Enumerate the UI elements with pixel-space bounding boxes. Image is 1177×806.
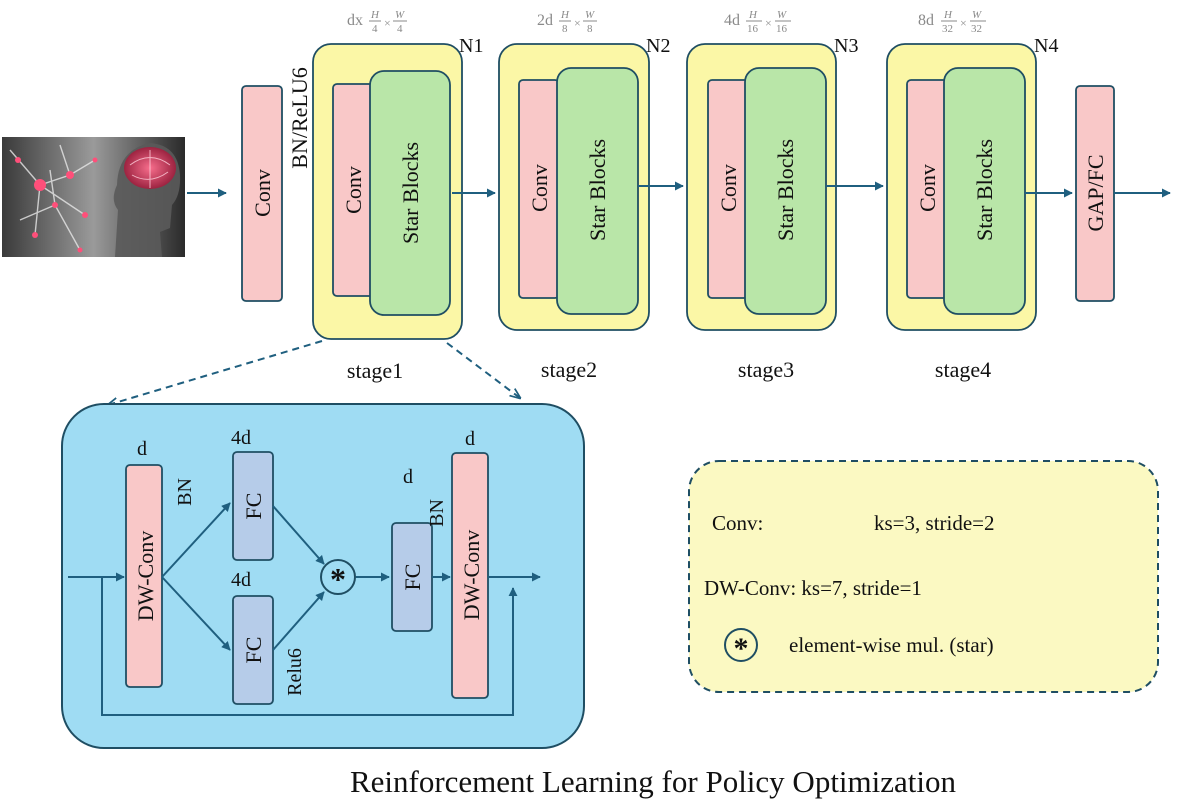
- legend-box: Conv: ks=3, stride=2 DW-Conv: ks=7, stri…: [688, 460, 1159, 693]
- svg-text:H: H: [943, 9, 953, 21]
- caption: Reinforcement Learning for Policy Optimi…: [350, 764, 957, 799]
- fc-out-dim: d: [403, 466, 413, 488]
- stage1-name: stage1: [347, 358, 403, 383]
- svg-text:32: 32: [971, 23, 982, 35]
- stem-norm-label: BN/ReLU6: [287, 67, 312, 168]
- stage2-name: stage2: [541, 357, 597, 382]
- fc-out-label: FC: [400, 564, 425, 591]
- legend-star-desc: element-wise mul. (star): [789, 633, 994, 657]
- svg-text:8d: 8d: [918, 12, 934, 29]
- stage2-n-label: N2: [646, 35, 670, 57]
- expand-arrow-right: [446, 342, 520, 398]
- star-block-detail-panel: DW-Conv d BN FC 4d FC 4d Relu6 * FC d BN: [61, 403, 585, 749]
- star-operator-icon: *: [320, 559, 356, 597]
- fc-bottom-activation: Relu6: [284, 648, 306, 696]
- stage3-conv-label: Conv: [716, 164, 741, 212]
- head-label: GAP/FC: [1083, 154, 1108, 231]
- svg-text:16: 16: [747, 23, 759, 35]
- svg-text:16: 16: [776, 23, 788, 35]
- svg-text:H: H: [748, 9, 758, 21]
- legend-conv-name: Conv:: [712, 511, 763, 535]
- stem-conv-label: Conv: [250, 169, 275, 217]
- svg-text:2d: 2d: [537, 12, 553, 29]
- dw-conv2-block: [451, 452, 489, 699]
- stage4-blocks-label: Star Blocks: [972, 139, 997, 241]
- stage2-group: Conv Star Blocks N2 stage2 2d H 8 × W 8: [498, 9, 670, 382]
- fc-bottom-label: FC: [241, 637, 266, 664]
- stem-conv-block: Conv: [241, 85, 283, 302]
- stage4-name: stage4: [935, 357, 991, 382]
- stage1-n-label: N1: [459, 35, 483, 57]
- svg-text:8: 8: [587, 23, 593, 35]
- stage2-star-blocks: [556, 67, 639, 315]
- stage3-star-blocks: [744, 67, 827, 315]
- svg-text:W: W: [972, 9, 982, 21]
- svg-text:×: ×: [574, 16, 581, 30]
- stage1-resolution: dx H 4 × W 4: [347, 9, 407, 35]
- svg-text:H: H: [370, 9, 380, 21]
- expand-arrow-left: [108, 340, 323, 405]
- svg-text:W: W: [585, 9, 595, 21]
- legend-dwconv-line: DW-Conv: ks=7, stride=1: [704, 576, 922, 600]
- stage2-resolution: 2d H 8 × W 8: [537, 9, 597, 35]
- stage4-star-blocks: [943, 67, 1026, 315]
- stage2-blocks-label: Star Blocks: [585, 139, 610, 241]
- arrow-fc-top-to-star: [272, 505, 325, 565]
- dw-conv1-label: DW-Conv: [133, 531, 158, 621]
- gap-fc-block: GAP/FC: [1075, 85, 1115, 302]
- svg-text:4: 4: [372, 23, 378, 35]
- legend-conv-params: ks=3, stride=2: [874, 511, 995, 535]
- stage3-n-label: N3: [834, 35, 858, 57]
- stage3-group: Conv Star Blocks N3 stage3 4d H 16 × W 1…: [686, 9, 858, 382]
- stage2-conv-label: Conv: [527, 164, 552, 212]
- svg-text:dx: dx: [347, 12, 363, 29]
- dw-conv2-norm: BN: [426, 499, 448, 527]
- svg-text:×: ×: [960, 16, 967, 30]
- arrow-to-fc-bottom: [161, 576, 231, 651]
- stage4-resolution: 8d H 32 × W 32: [918, 9, 986, 35]
- arrow-fc-bottom-to-star: [272, 591, 325, 651]
- svg-text:*: *: [734, 632, 749, 665]
- stage1-blocks-label: Star Blocks: [398, 142, 423, 244]
- legend-star-icon: *: [724, 628, 758, 665]
- arrow-to-fc-top: [161, 502, 231, 578]
- brain-neuron-image: [2, 137, 185, 257]
- dw-conv1-norm: BN: [174, 478, 196, 506]
- fc-top-label: FC: [241, 493, 266, 520]
- stage3-resolution: 4d H 16 × W 16: [724, 9, 791, 35]
- svg-text:32: 32: [942, 23, 953, 35]
- svg-text:H: H: [560, 9, 570, 21]
- stage3-name: stage3: [738, 357, 794, 382]
- stage3-blocks-label: Star Blocks: [773, 139, 798, 241]
- svg-text:×: ×: [384, 16, 391, 30]
- svg-text:W: W: [395, 9, 405, 21]
- svg-text:8: 8: [562, 23, 568, 35]
- stage1-group: Conv Star Blocks N1 stage1 dx H 4 × W 4: [312, 9, 483, 383]
- svg-text:4d: 4d: [724, 12, 740, 29]
- stage1-conv-label: Conv: [341, 166, 366, 214]
- dw-conv2-dim: d: [465, 428, 475, 450]
- fc-bottom-dim: 4d: [231, 569, 251, 591]
- fc-top-dim: 4d: [231, 427, 251, 449]
- skip-connection-arrow: [101, 577, 518, 716]
- svg-text:*: *: [330, 561, 346, 597]
- svg-text:4: 4: [397, 23, 403, 35]
- stage1-star-blocks: [369, 70, 451, 316]
- svg-text:W: W: [777, 9, 787, 21]
- stage4-group: Conv Star Blocks N4 stage4 8d H 32 × W 3…: [886, 9, 1058, 382]
- stage4-n-label: N4: [1034, 35, 1058, 57]
- stage4-conv-label: Conv: [915, 164, 940, 212]
- svg-text:×: ×: [765, 16, 772, 30]
- dw-conv1-dim: d: [137, 438, 147, 460]
- dw-conv2-label: DW-Conv: [459, 530, 484, 620]
